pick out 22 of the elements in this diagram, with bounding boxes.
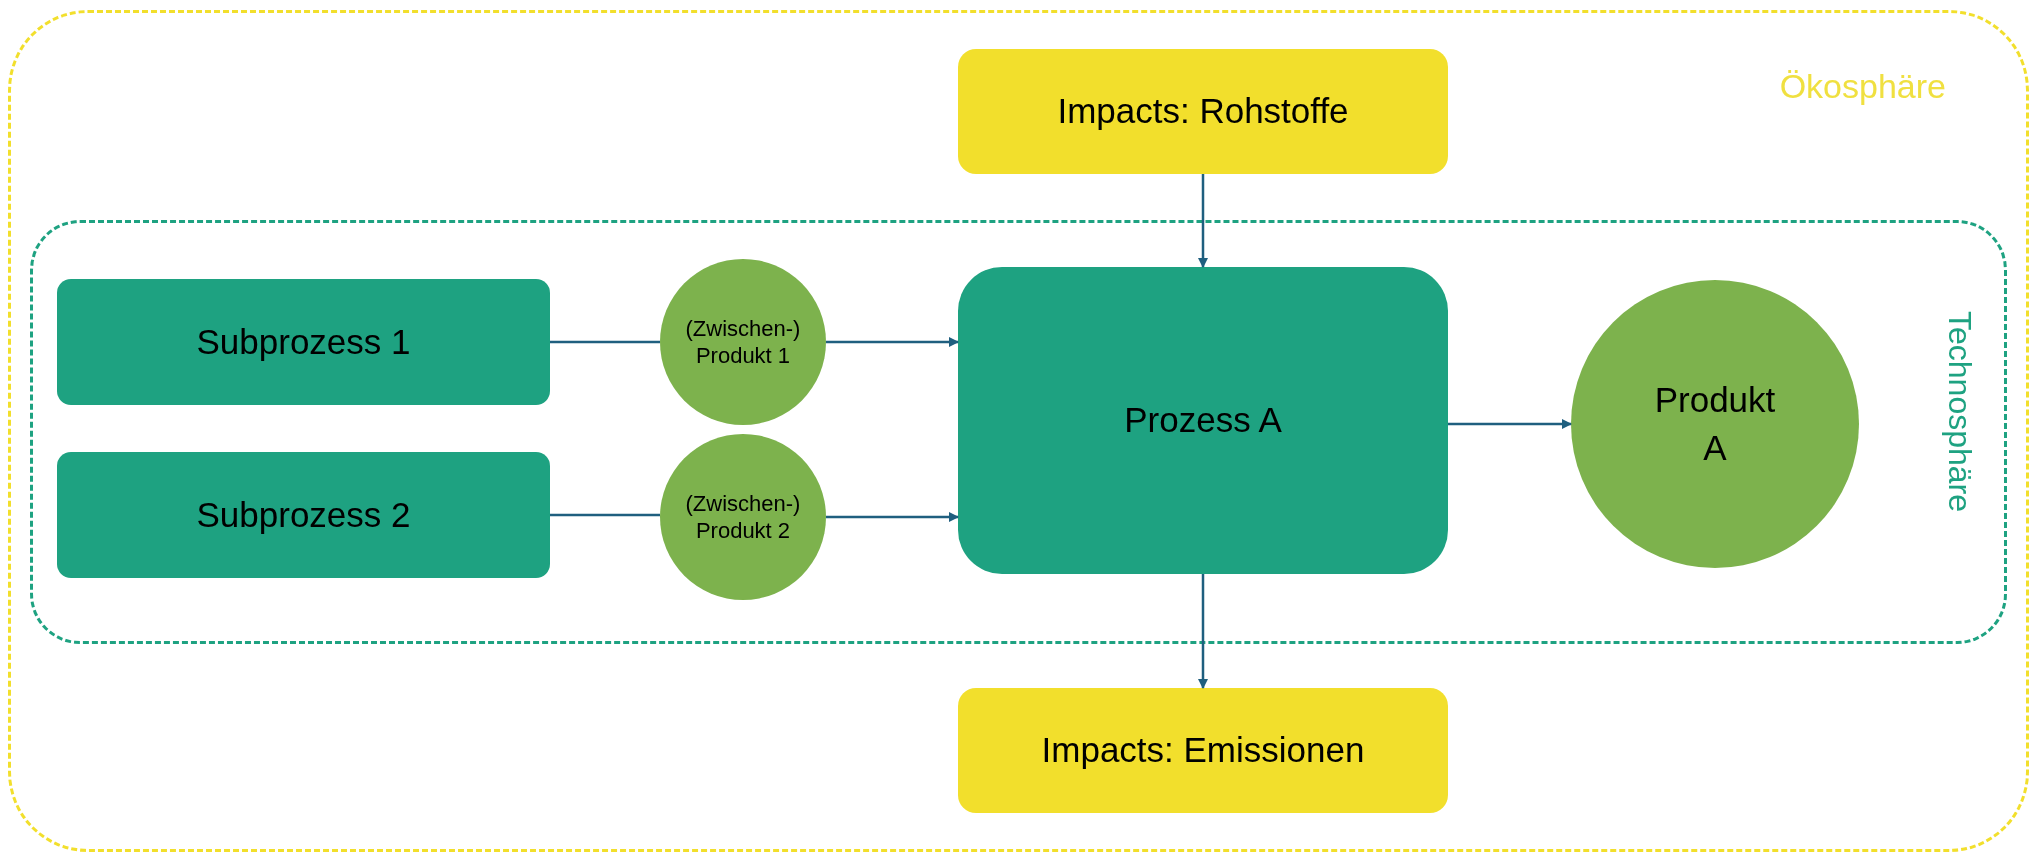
- subprocess-box: [57, 452, 550, 578]
- node-label: Prozess A: [1124, 399, 1282, 442]
- node-label: (Zwischen-) Produkt 1: [684, 314, 802, 370]
- arrow: [1198, 174, 1208, 268]
- node-label: Produkt A: [1653, 378, 1777, 469]
- node-label: Subprozess 1: [196, 320, 411, 363]
- arrow: [826, 512, 959, 522]
- impact-box: [958, 688, 1448, 813]
- arrow: [1448, 419, 1572, 429]
- ecosphere-region: [8, 10, 2029, 852]
- node-label: Impacts: Rohstoffe: [1057, 90, 1349, 133]
- node-label: Subprozess 2: [196, 493, 411, 536]
- arrow: [1198, 574, 1208, 689]
- node-label: Impacts: Emissionen: [1041, 729, 1365, 772]
- process-box: [958, 267, 1448, 574]
- node-label: (Zwischen-) Produkt 2: [684, 489, 802, 545]
- region-label: Technosphäre: [1941, 311, 1979, 513]
- region-label: Ökosphäre: [1779, 66, 1946, 107]
- arrow: [826, 337, 959, 347]
- subprocess-box: [57, 279, 550, 405]
- impact-box: [958, 49, 1448, 174]
- technosphere-region: [30, 220, 2007, 644]
